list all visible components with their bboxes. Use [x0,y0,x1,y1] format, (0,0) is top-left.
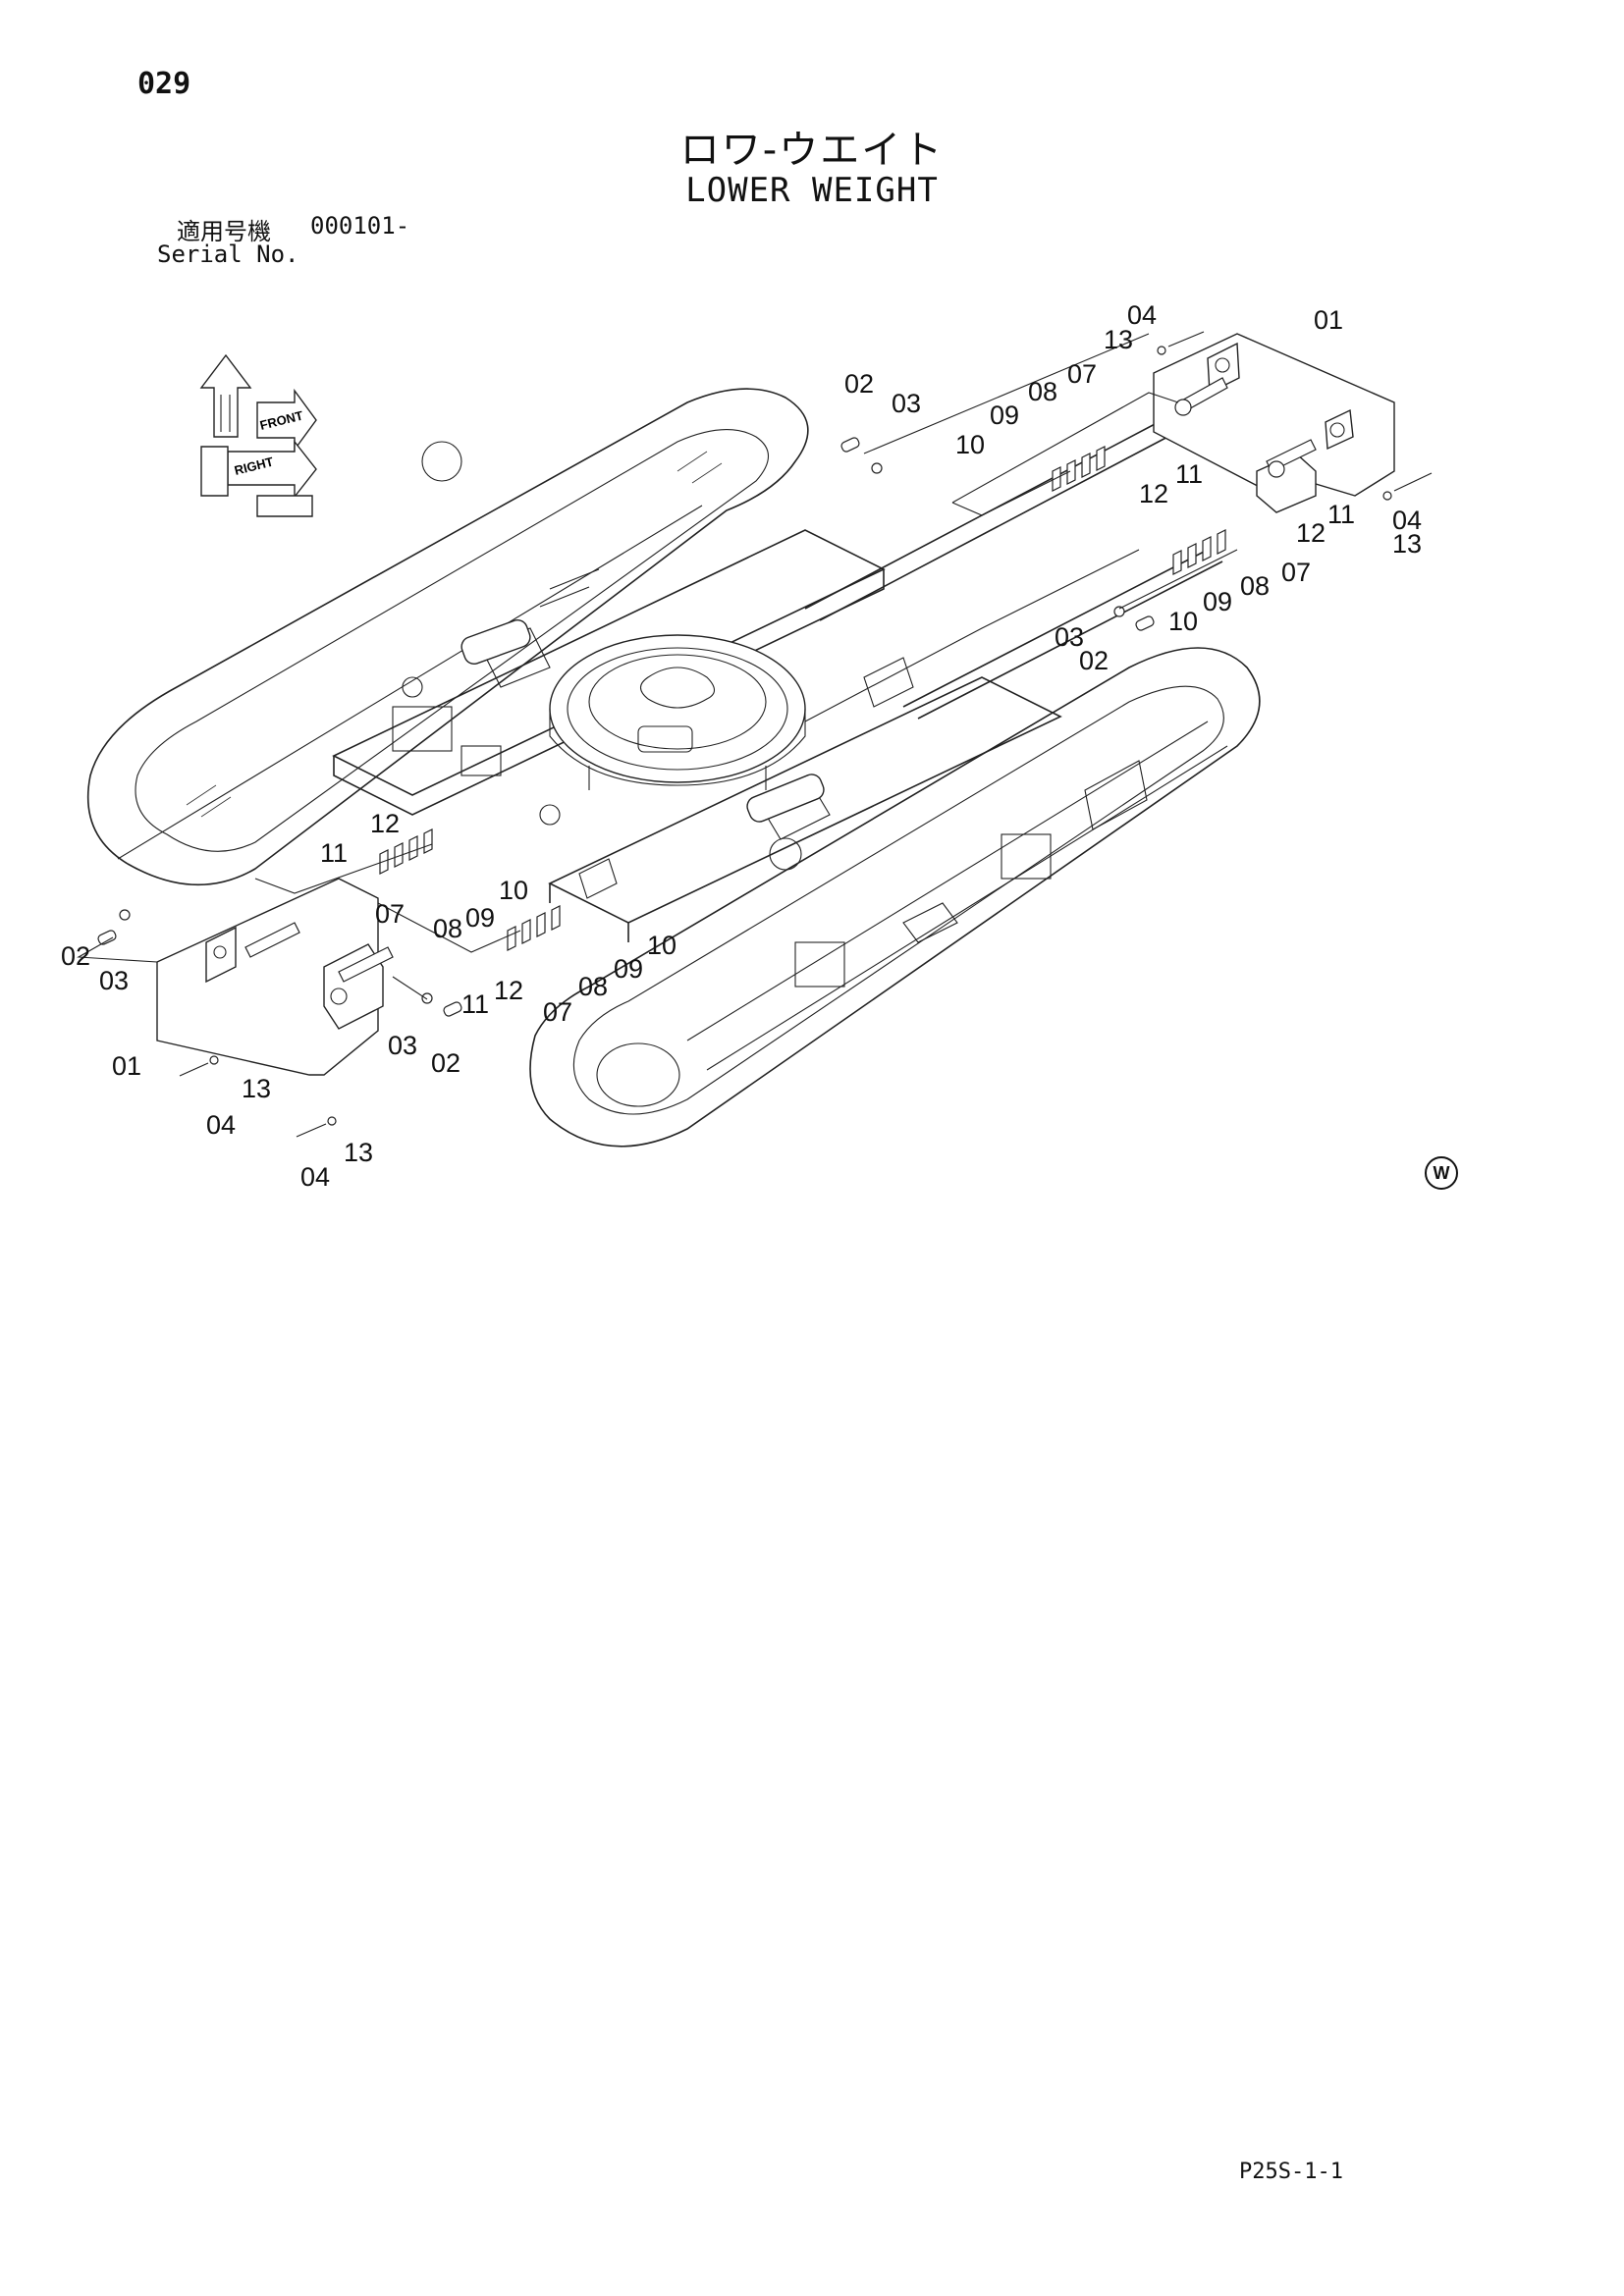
part-label-09: 09 [465,903,495,933]
swing-bearing [549,634,806,790]
part-label-07: 07 [1281,558,1311,587]
part-label-12: 12 [1296,518,1326,548]
part-label-08: 08 [578,972,608,1001]
title-english: LOWER WEIGHT [685,171,939,210]
part-label-07: 07 [375,899,405,929]
part-label-04: 04 [1127,300,1157,330]
part-label-11: 11 [1175,459,1203,489]
fastener-hardware [97,331,1433,1138]
part-label-04: 04 [300,1162,330,1192]
part-label-10: 10 [955,430,985,459]
part-label-12: 12 [370,809,400,838]
part-label-10: 10 [499,876,528,905]
part-label-09: 09 [1203,587,1232,616]
part-label-12: 12 [494,976,523,1005]
part-label-08: 08 [1240,571,1270,601]
serial-label-english: Serial No. [157,240,299,268]
part-label-07: 07 [543,997,572,1027]
part-label-04: 04 [1392,506,1422,535]
part-label-09: 09 [990,400,1019,430]
part-label-11: 11 [320,838,348,868]
part-label-02: 02 [1079,646,1109,675]
frame-hydraulic-components [421,441,914,899]
lower-weight-right [1153,333,1395,513]
part-label-13: 13 [242,1074,271,1103]
part-label-08: 08 [433,914,462,943]
crawler-track-lower [529,647,1261,1148]
part-label-13: 13 [344,1138,373,1167]
part-label-03: 03 [99,966,129,995]
part-label-03: 03 [892,389,921,418]
part-label-09: 09 [614,954,643,984]
lower-frame [332,421,1223,942]
crawler-track-upper [86,388,809,886]
part-label-08: 08 [1028,377,1057,406]
watermark-symbol: W [1425,1156,1458,1190]
assembly-lines [77,333,1238,1000]
part-label-02: 02 [61,941,90,971]
part-label-03: 03 [1055,622,1084,652]
part-label-11: 11 [1327,500,1355,529]
part-label-07: 07 [1067,359,1097,389]
part-label-11: 11 [461,989,489,1019]
part-label-13: 13 [1392,529,1422,559]
part-label-02: 02 [431,1048,460,1078]
part-label-13: 13 [1104,325,1133,354]
part-label-12: 12 [1139,479,1168,508]
part-label-01: 01 [1314,305,1343,335]
part-label-03: 03 [388,1031,417,1060]
page-number: 029 [137,67,191,101]
serial-number-value: 000101- [310,212,410,240]
document-code: P25S-1-1 [1239,2160,1343,2184]
part-label-04: 04 [206,1110,236,1140]
part-number-labels: 01 04 13 07 08 09 10 11 12 02 03 11 12 0… [61,300,1422,1192]
orientation-arrows-icon: FRONT RIGHT [199,353,317,517]
part-label-10: 10 [647,931,677,960]
title-japanese: ロワ-ウエイト [679,128,945,173]
part-label-02: 02 [844,369,874,399]
part-label-01: 01 [112,1051,141,1081]
part-label-10: 10 [1168,607,1198,636]
lower-weight-left [156,878,394,1076]
serial-label-japanese: 適用号機 [177,218,271,245]
